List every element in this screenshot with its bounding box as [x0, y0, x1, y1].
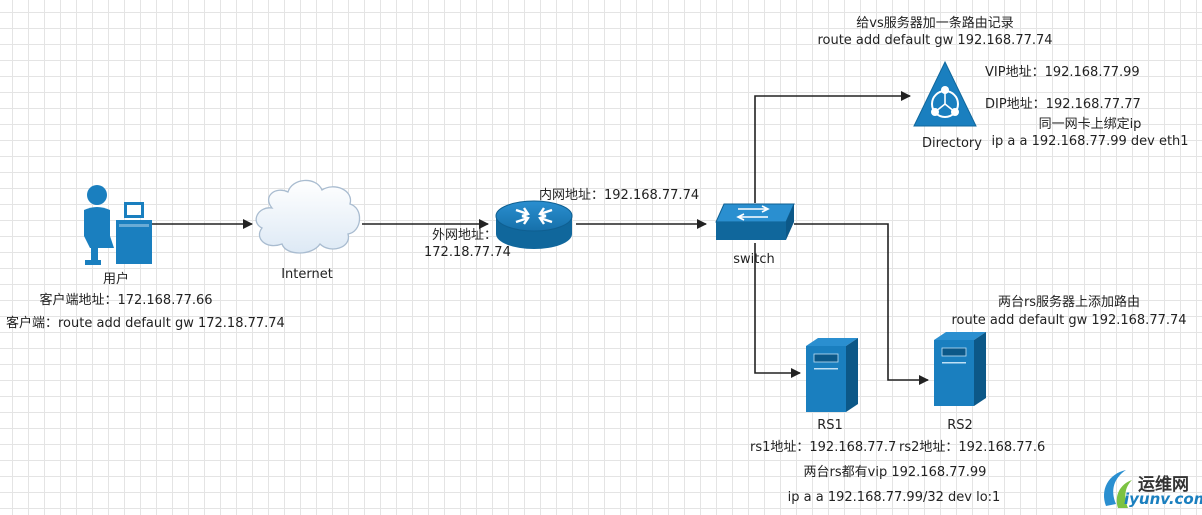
director-note-title: 给vs服务器加一条路由记录 [856, 16, 1014, 31]
switch-label: switch [733, 252, 775, 267]
director-note-route: route add default gw 192.168.77.74 [817, 33, 1053, 48]
director-bind-cmd: ip a a 192.168.77.99 dev eth1 [991, 134, 1189, 149]
internet-label: Internet [281, 267, 333, 282]
user-computer-icon [84, 185, 152, 265]
watermark-en: iyunv.com [1124, 490, 1202, 508]
rs2-server-icon [934, 332, 986, 406]
director-dip: DIP地址：192.168.77.77 [985, 97, 1141, 112]
internet-cloud-icon [255, 179, 361, 254]
director-label: Directory [922, 136, 982, 151]
user-label: 用户 [102, 272, 130, 287]
rs2-address: rs2地址：192.168.77.6 [899, 440, 1046, 455]
router-outer-ip: 172.18.77.74 [424, 245, 511, 260]
rs1-label: RS1 [817, 418, 843, 433]
director-bind-title: 同一网卡上绑定ip [1038, 117, 1142, 132]
edges [152, 91, 929, 385]
rs2-note-title: 两台rs服务器上添加路由 [997, 295, 1141, 310]
edge-switch-rs2 [794, 223, 929, 385]
user-route: 客户端：route add default gw 172.18.77.74 [6, 316, 285, 331]
rs-common-vip: 两台rs都有vip 192.168.77.99 [803, 465, 987, 480]
rs2-label: RS2 [947, 418, 973, 433]
director-vip: VIP地址：192.168.77.99 [985, 65, 1140, 80]
watermark-cn: 运维网 [1138, 475, 1189, 495]
router-inner-address: 内网地址：192.168.77.74 [539, 188, 700, 203]
rs2-note-route: route add default gw 192.168.77.74 [951, 313, 1187, 328]
rs1-address: rs1地址：192.168.77.7 [750, 440, 897, 455]
edge-switch-rs1 [754, 243, 801, 378]
rs-common-cmd: ip a a 192.168.77.99/32 dev lo:1 [787, 490, 1001, 505]
router-outer-label: 外网地址： [432, 228, 498, 243]
director-icon [913, 60, 977, 127]
router-icon [495, 200, 573, 249]
edge-switch-director [754, 91, 911, 203]
watermark-logo [1104, 470, 1132, 508]
rs1-server-icon [806, 338, 858, 412]
switch-icon [715, 203, 795, 240]
user-address: 客户端地址：172.168.77.66 [39, 293, 213, 308]
